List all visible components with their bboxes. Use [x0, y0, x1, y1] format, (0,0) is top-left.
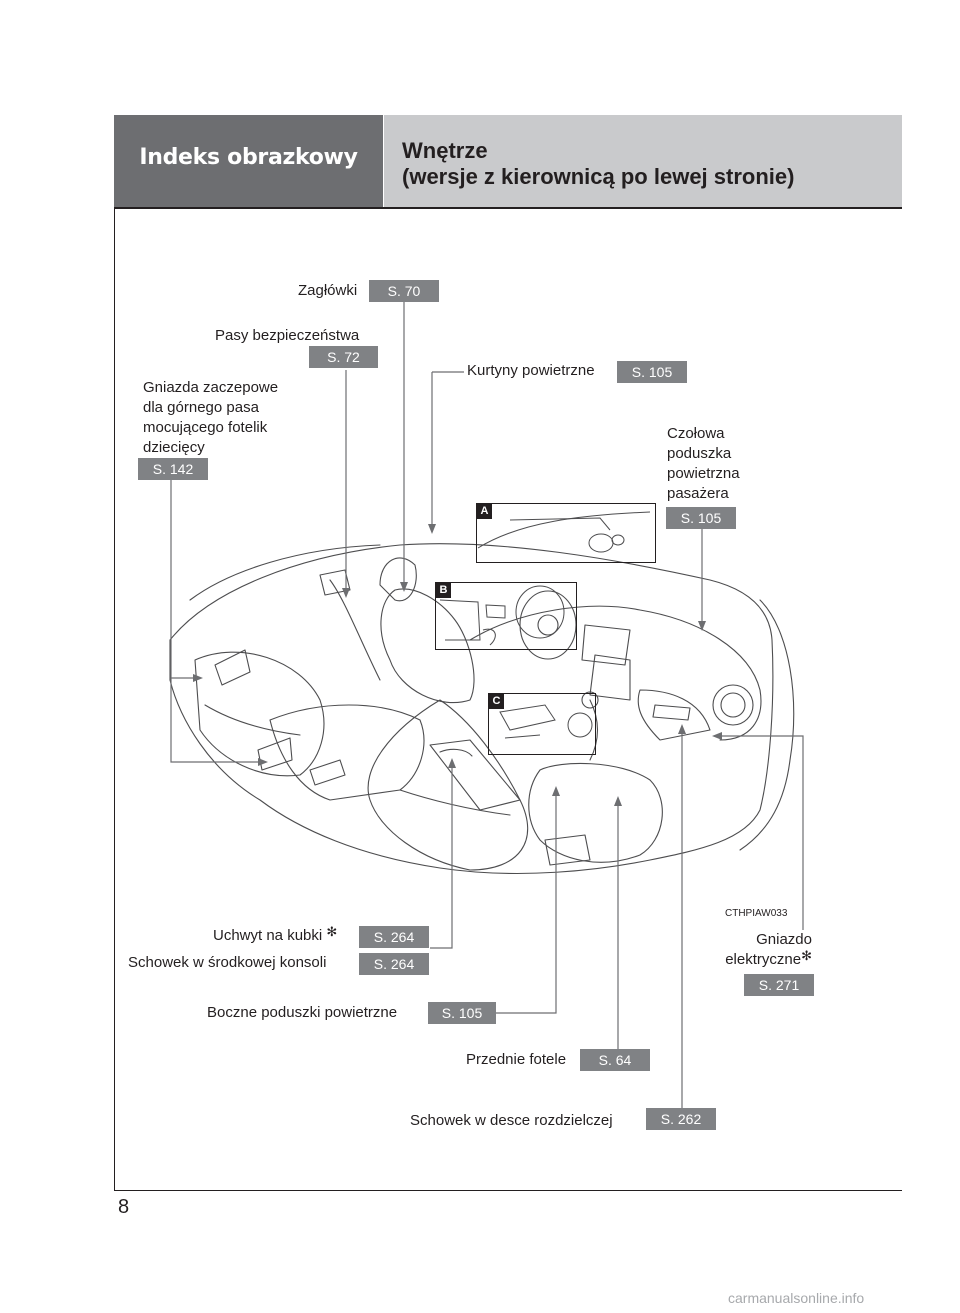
cup-holder-ref[interactable]: S. 264 [359, 926, 429, 948]
child-anchors-label: Gniazda zaczepowe dla górnego pasa mocuj… [143, 379, 279, 456]
illustration-code: CTHPIAW033 [725, 908, 788, 919]
seatbelts-ref[interactable]: S. 72 [309, 346, 378, 368]
child-anchors-ref[interactable]: S. 142 [138, 458, 208, 480]
headrests-label: Zagłówki [298, 282, 358, 299]
section-title: Indeks obrazkowy [139, 145, 358, 170]
passenger-airbag-ref[interactable]: S. 105 [666, 507, 736, 529]
page-title: Wnętrze (wersje z kierownicą po lewej st… [402, 138, 795, 189]
glove-box-label: Schowek w desce rozdzielczej [410, 1112, 613, 1129]
inset-a-tag: A [477, 504, 492, 519]
console-box-label: Schowek w środkowej konsoli [128, 954, 327, 971]
page-number: 8 [118, 1196, 130, 1218]
page-header: Wnętrze (wersje z kierownicą po lewej st… [384, 115, 902, 207]
power-outlet-label: Gniazdo elektryczne✻ [725, 931, 812, 968]
curtain-airbags-label: Kurtyny powietrzne [467, 362, 595, 379]
glove-box-ref[interactable]: S. 262 [646, 1108, 716, 1130]
console-box-ref[interactable]: S. 264 [359, 953, 429, 975]
passenger-airbag-label: Czołowa poduszka powietrzna pasażera [667, 425, 740, 502]
inset-b: B [435, 582, 577, 650]
inset-c: C [488, 693, 596, 755]
front-seats-ref[interactable]: S. 64 [580, 1049, 650, 1071]
front-seats-label: Przednie fotele [466, 1051, 567, 1068]
asterisk-icon: ✻ [801, 948, 812, 963]
seatbelts-label: Pasy bezpieczeństwa [215, 327, 360, 344]
inset-b-tag: B [436, 583, 451, 598]
inset-c-tag: C [489, 694, 504, 709]
watermark: carmanualsonline.info [728, 1290, 865, 1306]
power-outlet-ref[interactable]: S. 271 [744, 974, 814, 996]
header-rule [114, 207, 902, 209]
side-airbags-label: Boczne poduszki powietrzne [207, 1004, 398, 1021]
curtain-airbags-ref[interactable]: S. 105 [617, 361, 687, 383]
asterisk-icon: ✻ [326, 924, 338, 939]
headrests-ref[interactable]: S. 70 [369, 280, 439, 302]
page-frame-bottom [114, 1190, 902, 1191]
section-tab: Indeks obrazkowy [114, 115, 383, 207]
page-frame-left [114, 115, 115, 1191]
side-airbags-ref[interactable]: S. 105 [428, 1002, 496, 1024]
cup-holder-label: Uchwyt na kubki ✻ [213, 924, 338, 944]
inset-a: A [476, 503, 656, 563]
